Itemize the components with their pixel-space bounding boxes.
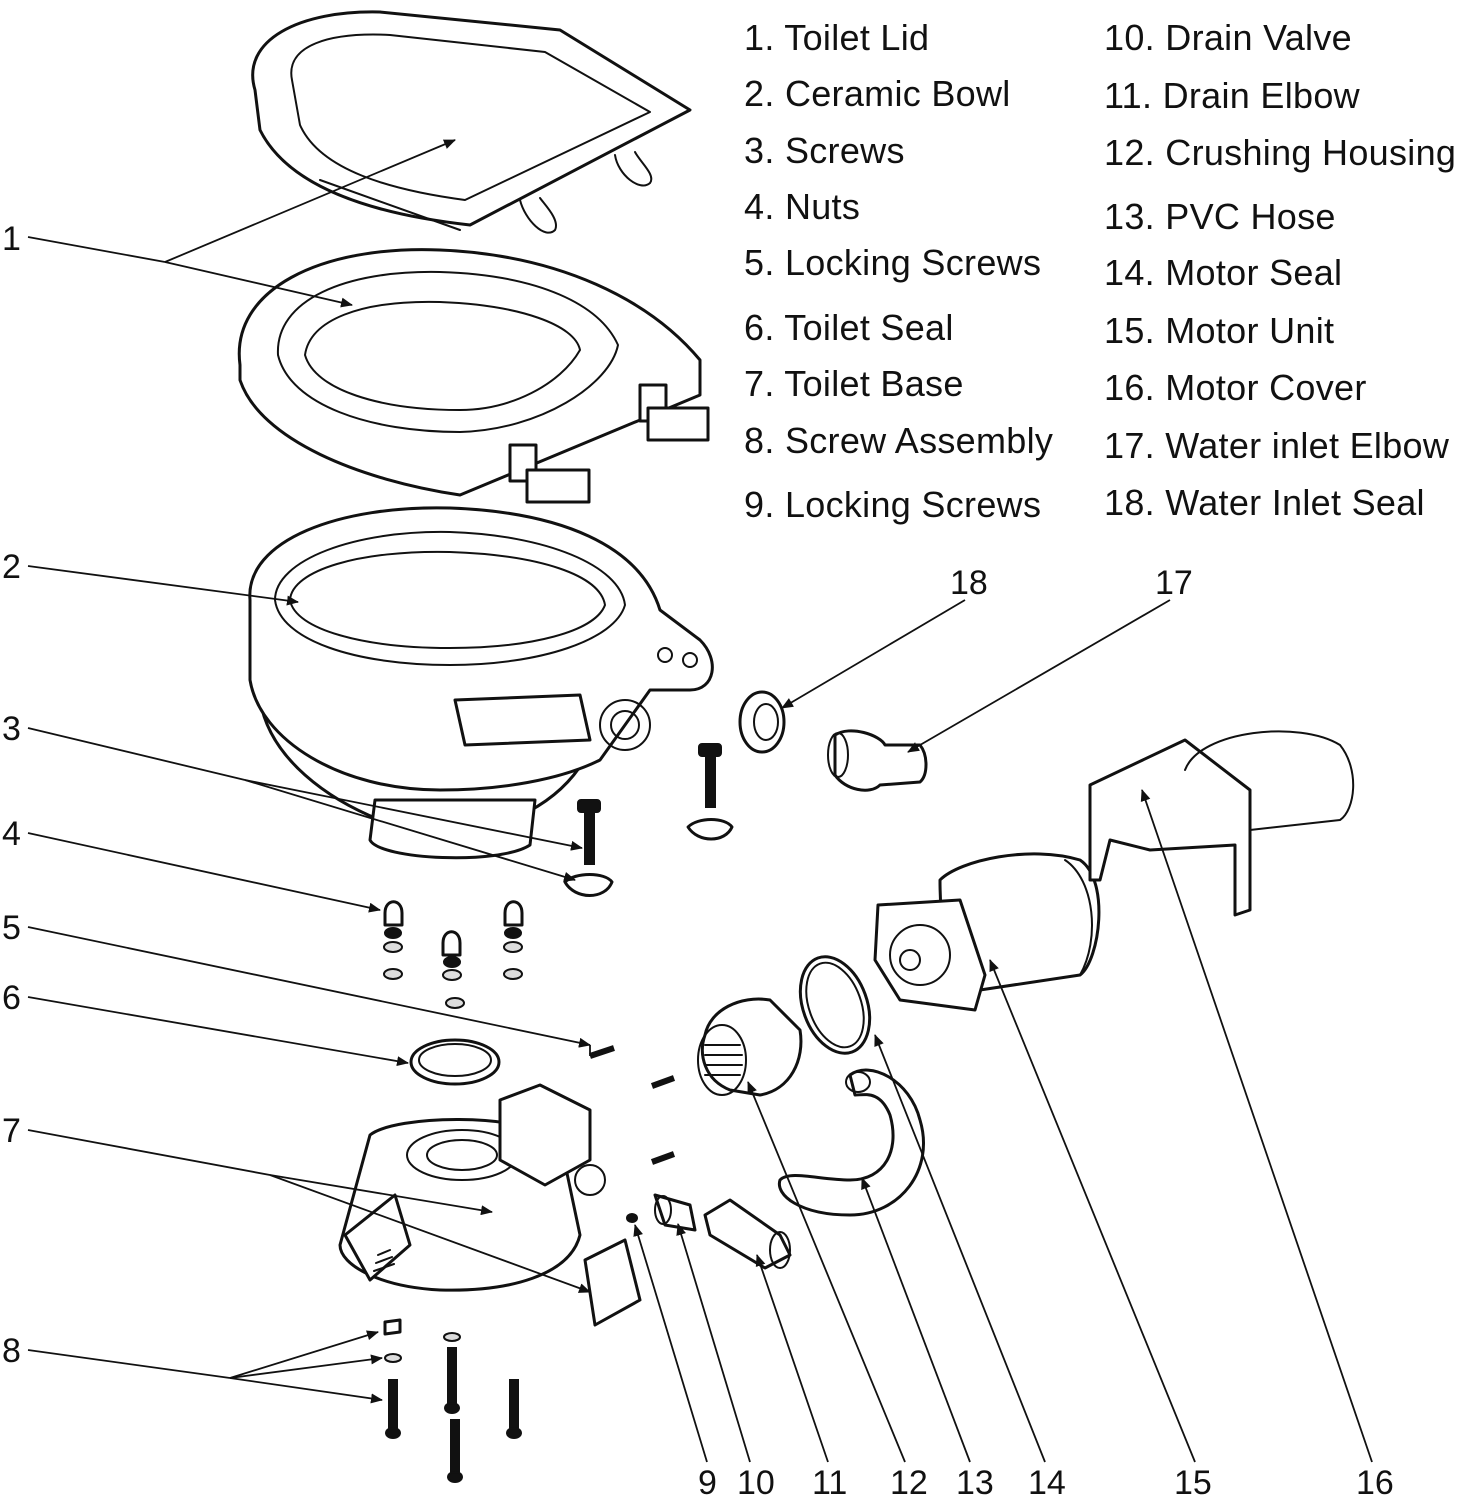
toilet-seat [237, 248, 710, 504]
callout-2: 2 [2, 548, 21, 586]
callout-17: 17 [1155, 564, 1193, 602]
motor-unit [873, 852, 1101, 1012]
callout-5: 5 [2, 909, 21, 947]
legend-item-14: 14. Motor Seal [1104, 252, 1343, 293]
locking-screws-5 [589, 1045, 676, 1165]
motor-seal [798, 955, 872, 1055]
callout-7: 7 [2, 1112, 21, 1150]
legend-item-11: 11. Drain Elbow [1104, 75, 1360, 116]
callout-8: 8 [2, 1332, 21, 1370]
callout-13: 13 [956, 1464, 994, 1502]
legend-item-3: 3. Screws [744, 130, 905, 171]
legend-item-7: 7. Toilet Base [744, 363, 964, 404]
callout-15: 15 [1174, 1464, 1212, 1502]
callout-11: 11 [812, 1464, 848, 1502]
callout-9: 9 [698, 1464, 717, 1502]
screws [563, 743, 734, 897]
water-inlet-seal [738, 690, 786, 754]
locking-screw-9 [626, 1213, 638, 1223]
callout-4: 4 [2, 815, 21, 853]
legend-item-18: 18. Water Inlet Seal [1104, 482, 1425, 523]
legend-item-17: 17. Water inlet Elbow [1104, 425, 1450, 466]
callout-6: 6 [2, 979, 21, 1017]
ceramic-bowl [248, 506, 714, 860]
legend-item-15: 15. Motor Unit [1104, 310, 1335, 351]
legend-item-4: 4. Nuts [744, 186, 861, 227]
legend-item-10: 10. Drain Valve [1104, 17, 1352, 58]
callout-16: 16 [1356, 1464, 1394, 1502]
legend-item-16: 16. Motor Cover [1104, 367, 1367, 408]
legend-item-12: 12. Crushing Housing [1104, 132, 1457, 173]
screw-assembly [383, 1318, 522, 1483]
toilet-lid [251, 10, 692, 234]
toilet-seal [409, 1038, 501, 1086]
legend-item-1: 1. Toilet Lid [744, 17, 930, 58]
drain-elbow [703, 1198, 792, 1270]
motor-cover [1088, 730, 1355, 917]
nuts-and-washers [383, 900, 524, 1009]
legend-item-2: 2. Ceramic Bowl [744, 73, 1011, 114]
callout-10: 10 [737, 1464, 775, 1502]
callout-18: 18 [950, 564, 988, 602]
legend-item-13: 13. PVC Hose [1104, 196, 1336, 237]
legend-item-5: 5. Locking Screws [744, 242, 1042, 283]
callout-12: 12 [890, 1464, 928, 1502]
legend-item-6: 6. Toilet Seal [744, 307, 954, 348]
pvc-hose [777, 1068, 925, 1217]
callout-14: 14 [1028, 1464, 1066, 1502]
leader-lines [27, 139, 1373, 1463]
legend-item-9: 9. Locking Screws [744, 484, 1042, 525]
toilet-base [338, 1083, 642, 1327]
crushing-housing [697, 997, 803, 1097]
water-inlet-elbow [827, 729, 928, 792]
drain-valve [653, 1193, 697, 1232]
callout-1: 1 [2, 220, 21, 258]
legend-item-8: 8. Screw Assembly [744, 420, 1054, 461]
callout-3: 3 [2, 710, 21, 748]
